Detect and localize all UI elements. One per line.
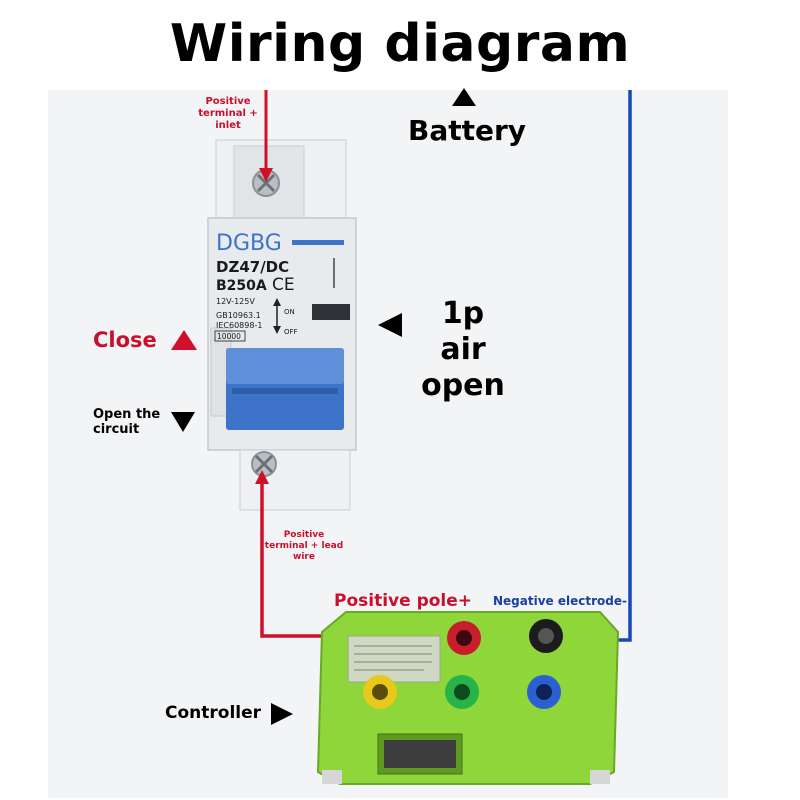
breaker-voltage: 12V-125V (216, 297, 255, 306)
triangle-down-icon (171, 412, 195, 432)
label-battery: Battery (408, 114, 527, 147)
triangle-right-icon (271, 703, 293, 725)
terminal-negative (529, 619, 563, 653)
label-positive-lead: Positive terminal + lead wire (264, 530, 344, 562)
terminal-positive (447, 621, 481, 655)
label-controller: Controller (165, 703, 262, 723)
triangle-left-icon (378, 313, 402, 337)
breaker-on: ON (284, 308, 295, 316)
breaker-capacity: 10000 (217, 332, 241, 341)
triangle-up-icon (452, 88, 476, 106)
breaker-bottom-terminal (239, 449, 351, 511)
label-positive-inlet: Positive terminal + inlet (198, 96, 258, 131)
page-title: Wiring diagram (169, 14, 631, 74)
breaker-lever (226, 348, 344, 430)
triangle-up-icon (171, 330, 197, 350)
label-positive-pole: Positive pole+ (334, 591, 473, 611)
label-negative-electrode: Negative electrode- (493, 594, 627, 608)
breaker-rating: B250A (216, 278, 267, 294)
terminal-green (445, 675, 479, 709)
label-air-open: 1p air open (421, 296, 505, 403)
breaker-off: OFF (284, 328, 298, 336)
terminal-blue (527, 675, 561, 709)
breaker-brand: DGBG (216, 231, 282, 256)
breaker-top-terminal (215, 139, 347, 221)
breaker-std2: IEC60898-1 (216, 321, 262, 330)
breaker-ce: CE (272, 275, 295, 295)
label-close: Close (93, 328, 157, 352)
terminal-yellow (363, 675, 397, 709)
breaker-std1: GB10963.1 (216, 311, 261, 320)
label-open-circuit: Open the circuit (93, 407, 161, 437)
negative-wire (546, 90, 632, 642)
breaker-model: DZ47/DC (216, 258, 289, 276)
